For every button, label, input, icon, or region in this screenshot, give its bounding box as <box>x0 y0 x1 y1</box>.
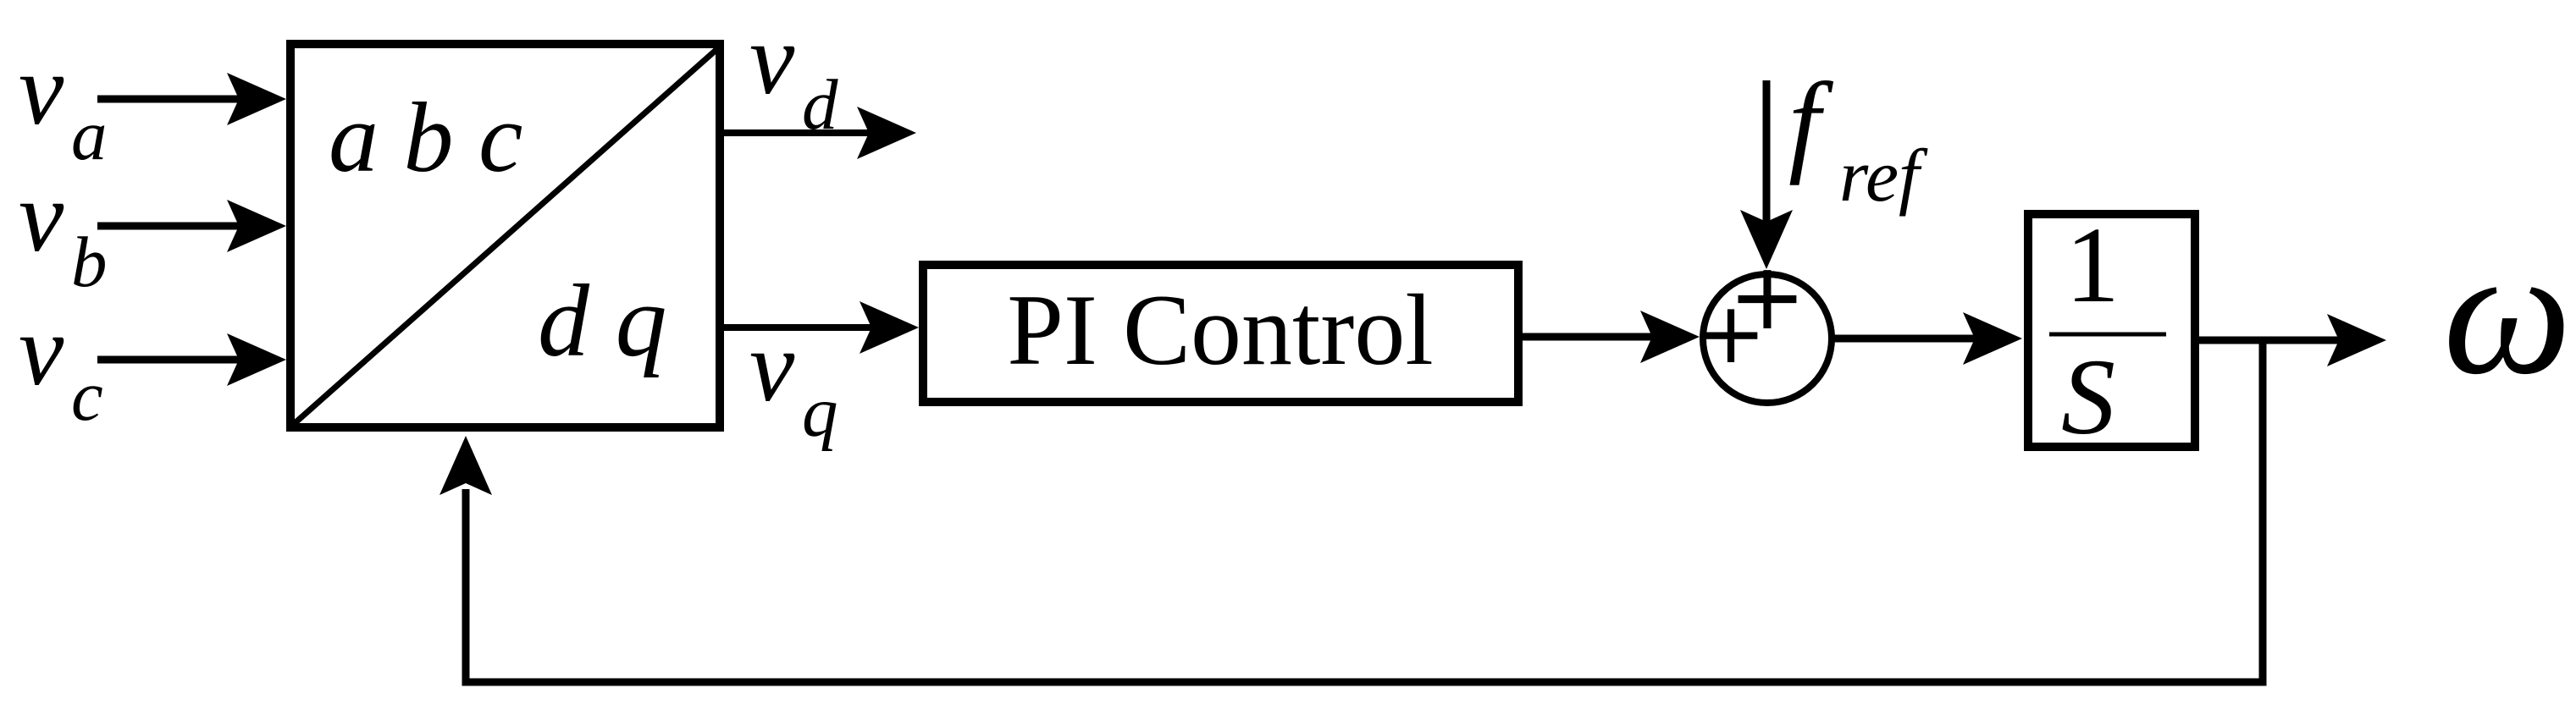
feedback-line <box>462 337 2267 686</box>
feedback-arrowhead-icon <box>439 436 492 495</box>
vb-label-sub: b <box>71 223 108 302</box>
fref-arrowhead-icon <box>1740 210 1793 269</box>
vd-arrowhead-icon <box>857 107 916 159</box>
fref-label: f <box>1788 60 1834 186</box>
vc-label-sub: c <box>71 356 103 436</box>
pi-control-block <box>919 261 1523 406</box>
integrator-denominator: S <box>2061 337 2115 457</box>
transform-lower-label: d q <box>538 264 667 378</box>
transform-upper-label: a b c <box>329 82 522 193</box>
output-arrowhead-icon <box>2327 314 2386 366</box>
vd-label-sub: d <box>802 65 838 145</box>
va-label: v <box>19 33 64 146</box>
vq-label: v <box>749 310 795 422</box>
omega-output-label: ω <box>2443 210 2572 412</box>
fref-label-sub: ref <box>1839 135 1928 217</box>
vq-label-sub: q <box>802 372 838 452</box>
vd-label: v <box>749 3 795 115</box>
vc-arrowhead-icon <box>227 333 286 386</box>
integrator-block <box>2024 210 2199 451</box>
va-label-sub: a <box>71 96 108 175</box>
vb-arrowhead-icon <box>227 200 286 252</box>
transform-block-diagonal <box>291 45 721 427</box>
vb-label: v <box>19 160 64 272</box>
vc-label: v <box>19 294 64 406</box>
vq-arrowhead-icon <box>860 301 919 354</box>
sum-to-integrator-arrowhead-icon <box>1963 312 2022 365</box>
sum-left-plus-sign: + <box>1695 283 1766 383</box>
pi-control-label: PI Control <box>1007 273 1433 386</box>
summing-junction <box>1700 271 1835 406</box>
pi-to-sum-arrowhead-icon <box>1640 311 1700 363</box>
va-arrowhead-icon <box>227 73 286 125</box>
integrator-numerator: 1 <box>2065 205 2120 325</box>
